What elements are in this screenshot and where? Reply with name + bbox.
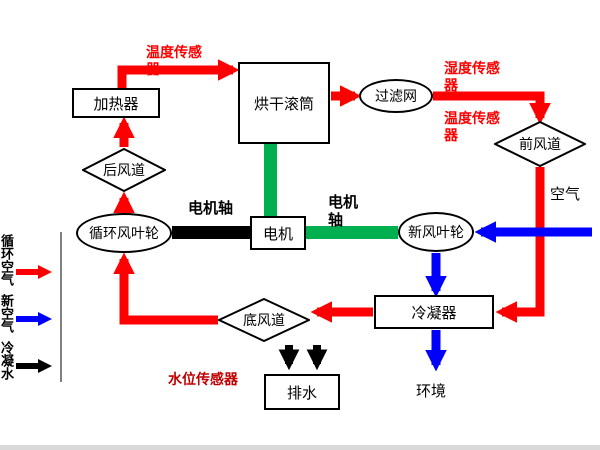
label-air-inlet: 空气: [550, 186, 581, 203]
label-humidity-sensor: 湿度传感器: [444, 60, 500, 93]
label-water-level-sensor: 水位传感器: [168, 371, 238, 387]
legend-item-condensate: 冷凝水: [0, 341, 60, 380]
node-motor: 电机: [250, 216, 306, 250]
node-drain-label: 排水: [286, 384, 317, 402]
node-heater-label: 加热器: [93, 95, 139, 113]
red-arrow-filter-to-front-duct: [433, 91, 551, 125]
node-drain: 排水: [264, 374, 340, 410]
bottom-edge-strip: [0, 445, 600, 450]
node-fresh-impeller: 新风叶轮: [398, 212, 474, 252]
node-drum: 烘干滚筒: [238, 62, 330, 144]
label-motor-shaft-left: 电机轴: [188, 200, 234, 217]
green-shaft-drum-to-motor: [264, 144, 277, 217]
legend: 循环空气 新空气 冷凝水: [0, 232, 62, 382]
red-arrow-front-duct-to-condenser: [495, 167, 545, 323]
red-arrow-bottom-duct-to-circ-impeller: [113, 252, 218, 325]
node-motor-label: 电机: [262, 225, 293, 243]
legend-item-circulating-air: 循环空气: [0, 234, 60, 286]
label-motor-shaft-right: 电机轴: [328, 194, 359, 229]
rear-duct-shape: [82, 148, 166, 192]
node-front-duct: 前风道: [494, 121, 586, 167]
node-heater: 加热器: [72, 88, 160, 118]
node-condenser-label: 冷凝器: [411, 304, 457, 322]
legend-condensate-label: 冷凝水: [0, 341, 14, 380]
node-condenser: 冷凝器: [374, 295, 494, 329]
node-fresh-impeller-label: 新风叶轮: [408, 224, 464, 240]
legend-item-new-air: 新空气: [0, 294, 60, 333]
node-filter: 过滤网: [359, 79, 433, 113]
node-bottom-duct-label: 底风道: [243, 312, 285, 328]
node-circ-impeller-label: 循环风叶轮: [89, 225, 159, 241]
legend-black-arrow-icon: [16, 359, 52, 373]
label-temperature-sensor-right: 温度传感器: [444, 110, 500, 143]
bottom-duct-shape: [218, 298, 310, 342]
green-shaft-motor-to-fresh-impeller: [306, 226, 398, 239]
node-bottom-duct: 底风道: [218, 298, 310, 342]
node-front-duct-label: 前风道: [519, 136, 561, 152]
node-filter-label: 过滤网: [375, 88, 417, 104]
black-shaft-circ-impeller-to-motor: [172, 226, 250, 239]
label-temperature-sensor-top: 温度传感器: [146, 44, 202, 77]
legend-blue-arrow-icon: [16, 312, 52, 326]
node-rear-duct: 后风道: [82, 148, 166, 192]
node-drum-label: 烘干滚筒: [253, 95, 314, 113]
front-duct-shape: [494, 121, 586, 167]
legend-new-air-label: 新空气: [0, 294, 14, 333]
node-circ-impeller: 循环风叶轮: [76, 213, 172, 253]
legend-red-arrow-icon: [16, 265, 52, 279]
label-environment: 环境: [416, 383, 447, 400]
red-arrow-heater-to-drum: [117, 59, 240, 88]
legend-circulating-air-label: 循环空气: [0, 234, 14, 286]
node-rear-duct-label: 后风道: [103, 162, 145, 178]
